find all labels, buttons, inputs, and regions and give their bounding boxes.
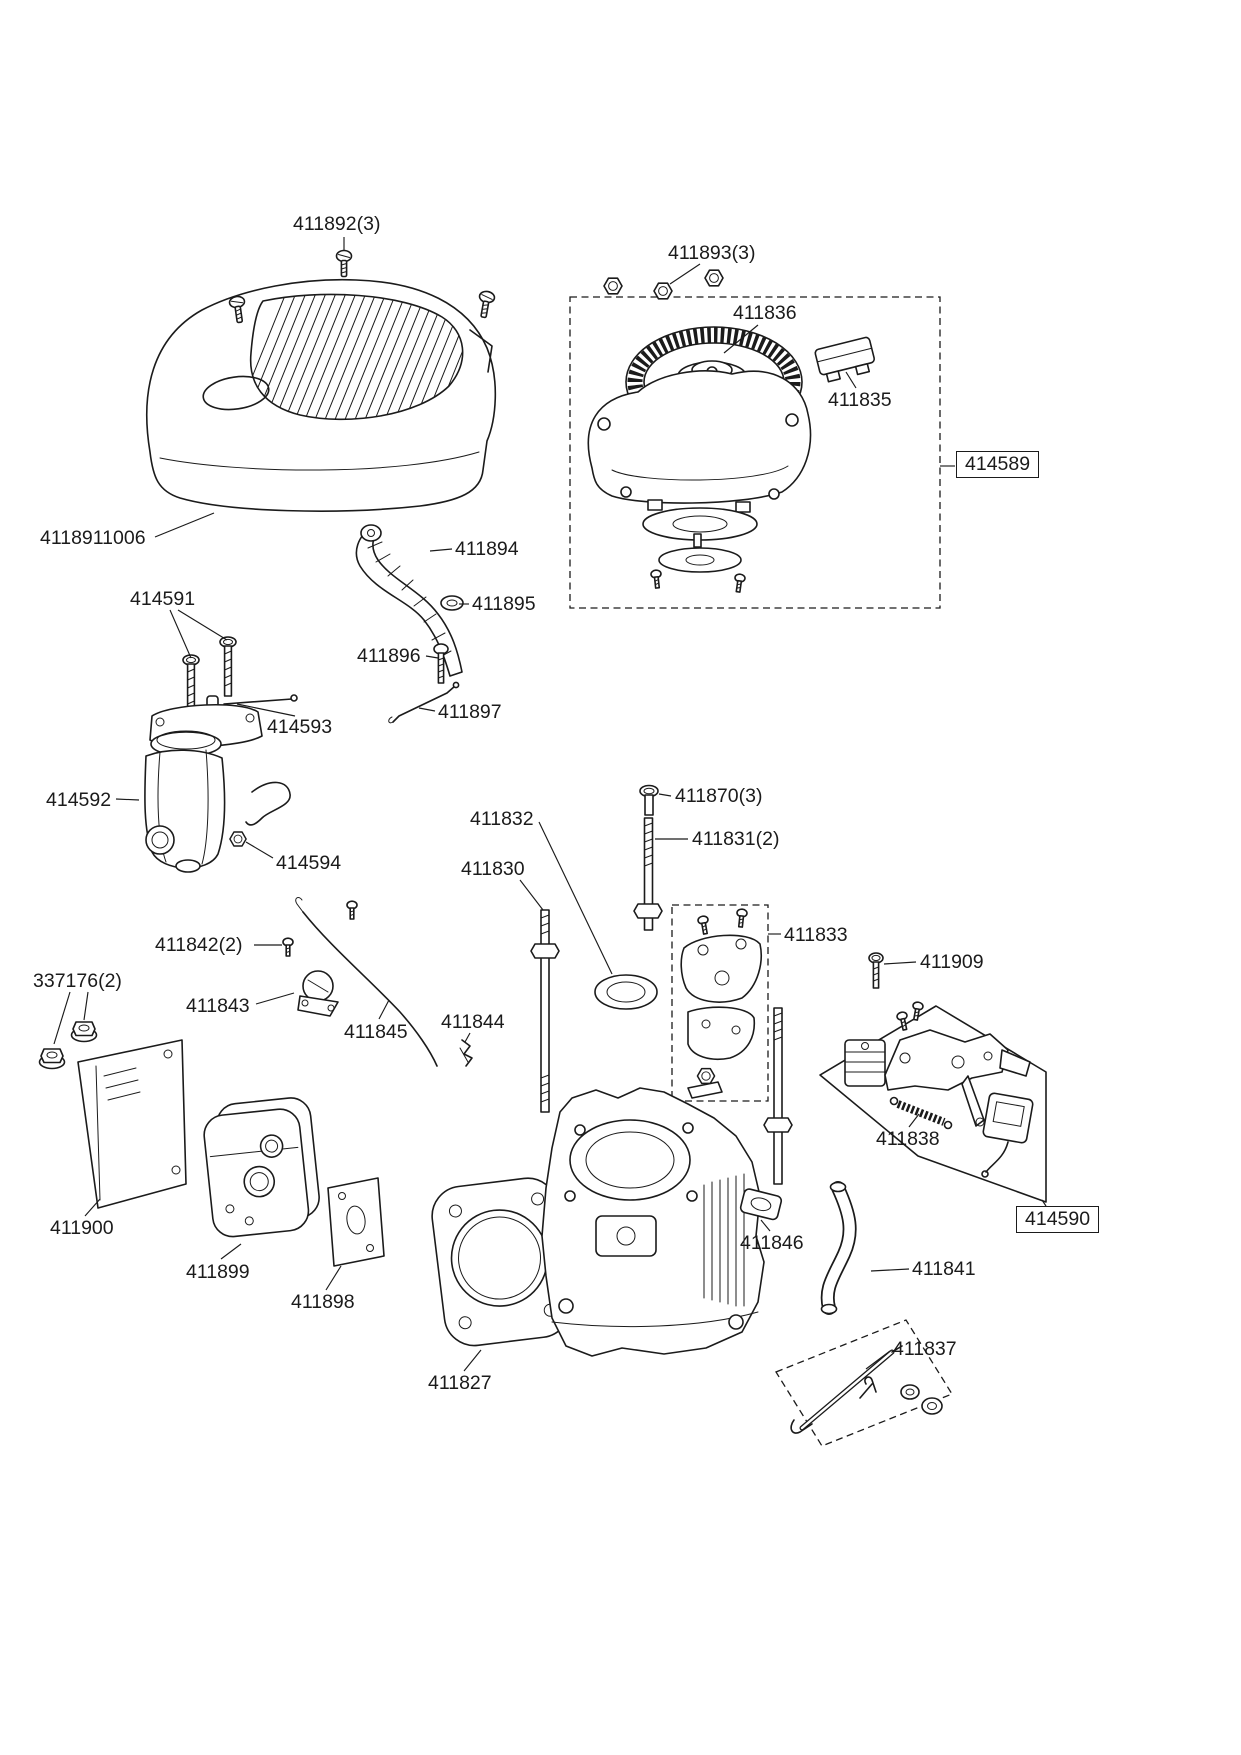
plate-kit-411833-illustration: [671, 904, 769, 1102]
part-label-411909: 411909: [920, 951, 984, 973]
stud-right-illustration: [763, 1007, 793, 1185]
nut-414594-illustration: [229, 831, 247, 847]
muffler-group-illustration: [38, 1021, 385, 1267]
module-illustration: [982, 1092, 1034, 1144]
part-label-337176: 337176(2): [33, 970, 122, 992]
engine-cover-illustration: [145, 249, 497, 512]
bolt-411896-illustration: [433, 643, 449, 684]
part-label-411836: 411836: [733, 302, 797, 324]
part-label-411900: 411900: [50, 1217, 114, 1239]
handle-bracket-illustration: [355, 524, 464, 724]
studs-illustration: [530, 784, 793, 1185]
part-label-411844: 411844: [441, 1011, 505, 1033]
governor-cap-411843: [297, 970, 339, 1017]
part-label-411899: 411899: [186, 1261, 250, 1283]
spring-411838-illustration: [889, 1096, 953, 1130]
fuel-tank-illustration: [144, 636, 298, 873]
clip-411844: [459, 1039, 473, 1067]
part-label-4118911006: 4118911006: [40, 527, 146, 549]
part-label-411843: 411843: [186, 995, 250, 1017]
part-label-414594: 414594: [276, 852, 342, 874]
governor-illustration: [282, 896, 473, 1067]
part-label-411832: 411832: [470, 808, 534, 830]
part-label-411896: 411896: [357, 645, 421, 667]
muffler-gasket-illustration: [327, 1177, 385, 1267]
breather-tube-illustration: [820, 1181, 857, 1315]
gasket-411832-illustration: [594, 974, 658, 1010]
part-label-411835: 411835: [828, 389, 892, 411]
part-label-411842: 411842(2): [155, 934, 243, 956]
part-label-411870: 411870(3): [675, 785, 763, 807]
flywheel-fan-illustration: [627, 327, 801, 437]
part-label-414589: 414589: [956, 451, 1040, 479]
stud-411831-illustration: [633, 817, 663, 931]
part-label-411845: 411845: [344, 1021, 408, 1043]
part-label-411833: 411833: [784, 924, 848, 946]
part-label-411894: 411894: [455, 538, 519, 560]
part-label-411893: 411893(3): [668, 242, 756, 264]
bolt-414591-a: [182, 654, 200, 713]
part-label-414590: 414590: [1016, 1206, 1100, 1234]
part-label-414592: 414592: [46, 789, 112, 811]
heat-shield-illustration: [77, 1039, 187, 1209]
screw-411909-illustration: [868, 952, 884, 989]
part-label-414593: 414593: [267, 716, 333, 738]
part-label-411897: 411897: [438, 701, 502, 723]
part-label-411846: 411846: [740, 1232, 804, 1254]
part-label-411892: 411892(3): [293, 213, 381, 235]
part-label-411841: 411841: [912, 1258, 976, 1280]
part-label-411837: 411837: [893, 1338, 957, 1360]
bolt-414591-b: [219, 636, 237, 697]
part-label-411895: 411895: [472, 593, 536, 615]
part-label-414591: 414591: [130, 588, 196, 610]
dashed-box-414589: [569, 296, 941, 609]
cylinder-block-illustration: [431, 1087, 765, 1357]
part-label-411831: 411831(2): [692, 828, 780, 850]
part-label-411898: 411898: [291, 1291, 355, 1313]
part-label-411838: 411838: [876, 1128, 940, 1150]
kit-411837-illustration: [775, 1319, 953, 1447]
plate-411846-illustration: [739, 1188, 783, 1221]
blower-assembly-illustration: [569, 269, 941, 609]
rod-411897-illustration: [388, 681, 460, 724]
bolt-411870-illustration: [639, 784, 659, 816]
ignition-module-illustration: [814, 336, 876, 383]
control-bracket-kit-illustration: [819, 952, 1047, 1203]
governor-rod-411845: [295, 896, 438, 1067]
part-label-411827: 411827: [428, 1372, 492, 1394]
washer-411895-illustration: [440, 595, 464, 611]
leader-lines: [53, 237, 1047, 1372]
dashed-box-411833: [671, 904, 769, 1102]
part-label-411830: 411830: [461, 858, 525, 880]
stud-411830-illustration: [530, 909, 560, 1113]
muffler-illustration: [203, 1097, 320, 1238]
